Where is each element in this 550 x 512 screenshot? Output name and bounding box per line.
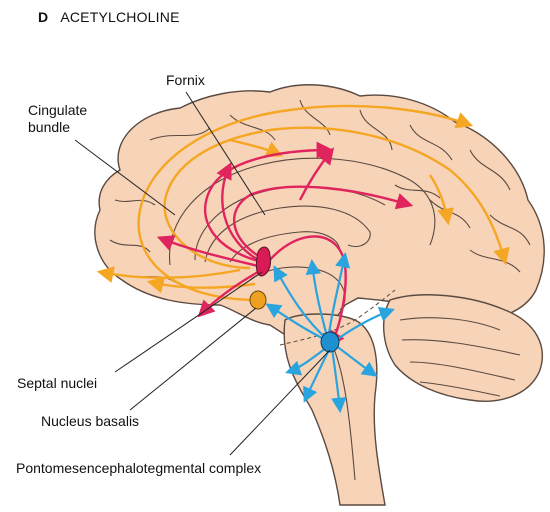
cingulate-label-line2: bundle [28,119,70,136]
ponto-label: Pontomesencephalotegmental complex [16,460,261,477]
septal-label: Septal nuclei [17,375,97,392]
basalis-nucleus [250,291,266,309]
fornix-label: Fornix [166,72,205,89]
cerebellum [384,295,543,401]
ponto-nucleus [321,332,339,352]
basalis-label: Nucleus basalis [41,413,139,430]
cingulate-label-line1: Cingulate [28,102,87,119]
